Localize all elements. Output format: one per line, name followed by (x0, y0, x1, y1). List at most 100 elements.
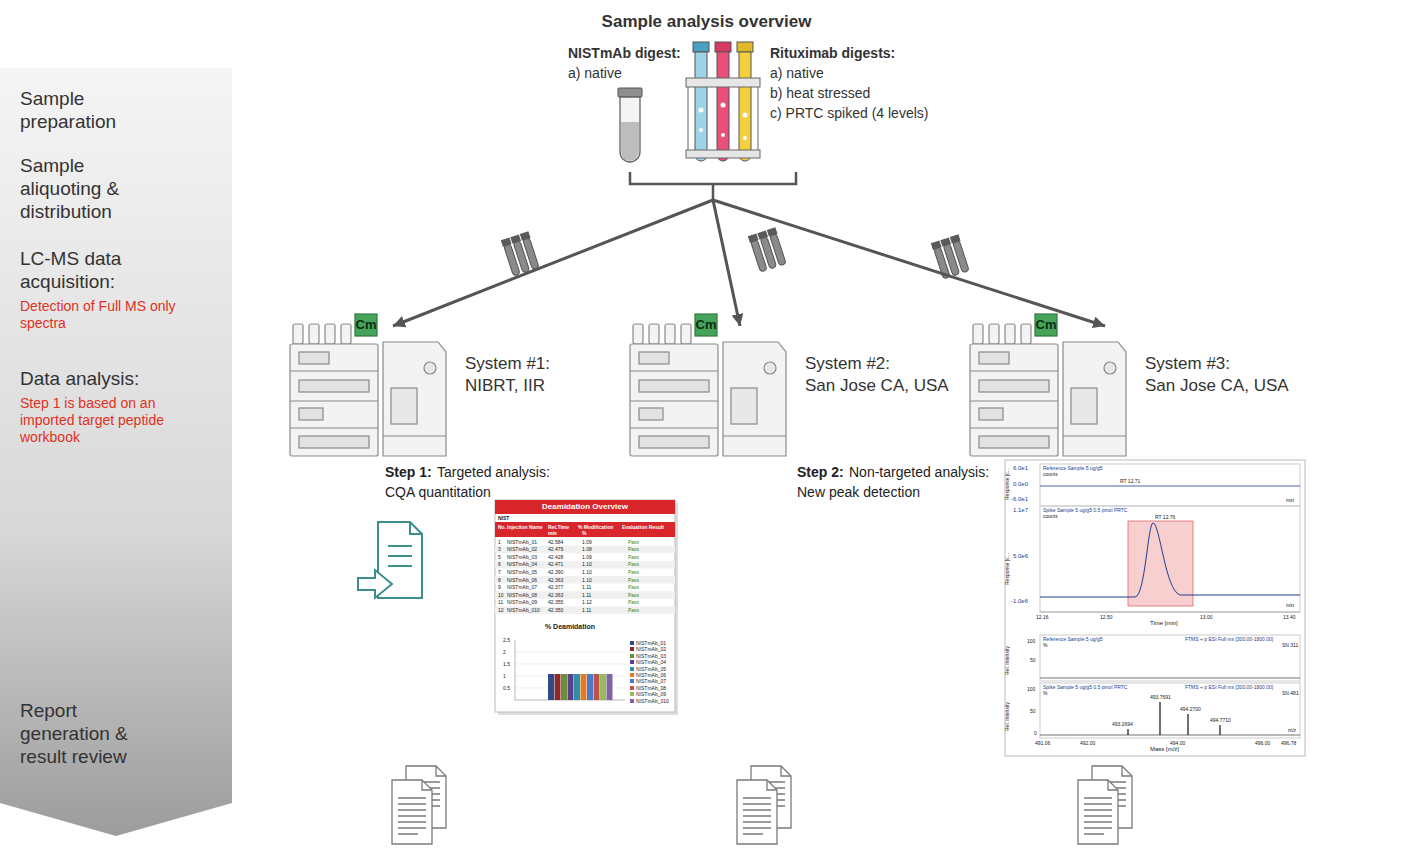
drawing-part (686, 150, 760, 158)
drawing-part (495, 606, 675, 614)
step-heading: Non-targeted analysis: (849, 464, 989, 481)
drawing-part (1040, 506, 1300, 612)
chart-bar (607, 674, 613, 700)
report-table (495, 500, 678, 715)
table-cell: 1.10 (582, 569, 592, 575)
node-text: Data analysis: (20, 368, 210, 391)
drawing-part (721, 133, 725, 137)
node-text: Report generation & result review (20, 700, 160, 768)
drawing-part (1040, 523, 1300, 597)
drawing-part (688, 87, 689, 150)
chart-bar (587, 674, 593, 700)
table-cell: 42.350 (548, 607, 563, 613)
drawing-part (758, 87, 759, 150)
table-cell: Pass (628, 592, 639, 598)
axis-tick: 2 (503, 649, 506, 655)
table-cell: 1.10 (582, 577, 592, 583)
drawing-part (495, 561, 675, 569)
table-cell: 42.355 (548, 599, 563, 605)
drawing-part (721, 103, 726, 108)
table-cell: Pass (628, 546, 639, 552)
node-text: System #1: (465, 354, 550, 374)
axis-title: Time [min] (1150, 620, 1178, 627)
table-cell: NISTmAb_01 (507, 539, 537, 545)
flow-arrow (713, 200, 740, 326)
table-header: % (582, 530, 586, 536)
axis-tick: 50 (1030, 708, 1036, 714)
drawing-part (495, 522, 675, 537)
legend-swatch (630, 692, 634, 696)
legend-swatch (630, 667, 634, 671)
legend-swatch (630, 673, 634, 677)
axis-tick: 0 (1034, 730, 1037, 736)
drawing-part (1040, 464, 1300, 506)
drawing-part (737, 42, 753, 52)
table-cell: 42.363 (548, 592, 563, 598)
vial-icon (748, 227, 787, 272)
node-text: Sample aliquoting & distribution (20, 155, 160, 223)
drawing-part (686, 78, 760, 87)
table-cell: Pass (628, 584, 639, 590)
drawing-part (495, 546, 675, 554)
drawing-part (410, 522, 422, 534)
table-cell: NISTmAb_06 (507, 577, 537, 583)
node-text: b) heat stressed (770, 85, 870, 102)
trace-header: Reference Sample 5 ug/g5 (1043, 636, 1102, 642)
drawing-part (1040, 683, 1300, 738)
axis-tick: 13.00 (1200, 614, 1213, 620)
signal-noise: SN 311 (1282, 642, 1298, 648)
legend-swatch (630, 647, 634, 651)
lcms-system: System #3:San Jose CA, USA (965, 326, 1295, 458)
table-cell: 42.363 (548, 577, 563, 583)
table-cell: 5 (498, 554, 501, 560)
flow-arrow (393, 200, 713, 326)
legend-swatch (630, 679, 634, 683)
table-cell: 1.09 (582, 554, 592, 560)
axis-unit: counts (1043, 471, 1058, 477)
drawing-part (693, 42, 709, 52)
drawing-part (495, 500, 675, 712)
chart-bar (574, 674, 580, 700)
table-header: Evaluation Result (622, 524, 664, 530)
axis-tick: 496.78 (1281, 740, 1296, 746)
drawing-part (358, 570, 392, 598)
report-documents (737, 766, 791, 844)
axis-tick: 12.50 (1100, 614, 1113, 620)
diagram-title: Sample analysis overview (0, 12, 1413, 32)
peak-screenshot (1005, 460, 1305, 756)
drawing-part (695, 52, 707, 161)
table-cell: 42.428 (548, 554, 563, 560)
legend-text: NISTmAb_07 (636, 678, 666, 684)
table-cell: 42.390 (548, 569, 563, 575)
legend-text: NISTmAb_06 (636, 672, 666, 678)
table-cell: 42.479 (548, 546, 563, 552)
drawing-part (388, 546, 412, 566)
drawing-part (1040, 612, 1300, 613)
lcms-instrument (630, 314, 786, 456)
table-header: Injection Name (507, 524, 543, 530)
table-cell: NISTmAb_08 (507, 592, 537, 598)
table-cell: 42.584 (548, 539, 563, 545)
lcms-system: System #1:NIBRT, IIR (285, 326, 557, 458)
table-cell: 1 (498, 539, 501, 545)
step-note: Detection of Full MS only spectra (20, 298, 190, 332)
drawing-part (717, 52, 729, 161)
table-cell: 7 (498, 569, 501, 575)
table-cell: NISTmAb_04 (507, 561, 537, 567)
node-text: System #3: (1145, 354, 1230, 374)
node-text: San Jose CA, USA (805, 376, 949, 396)
table-cell: Pass (628, 561, 639, 567)
axis-tick: 6.0e1 (1013, 465, 1028, 472)
drawing-part (1040, 678, 1300, 679)
peak-mass: 493.2694 (1112, 721, 1133, 727)
axis-unit: % (1043, 642, 1047, 648)
lcms-instrument (290, 314, 446, 456)
drawing-part (1040, 635, 1300, 681)
table-cell: 1.12 (582, 599, 592, 605)
legend-text: NISTmAb_09 (636, 691, 666, 697)
software-badge: Cm (1035, 314, 1057, 336)
step-heading: Step 1: (385, 464, 432, 481)
peak-mass: 494.7710 (1210, 717, 1231, 723)
report-documents (1078, 766, 1132, 844)
table-cell: Pass (628, 577, 639, 583)
